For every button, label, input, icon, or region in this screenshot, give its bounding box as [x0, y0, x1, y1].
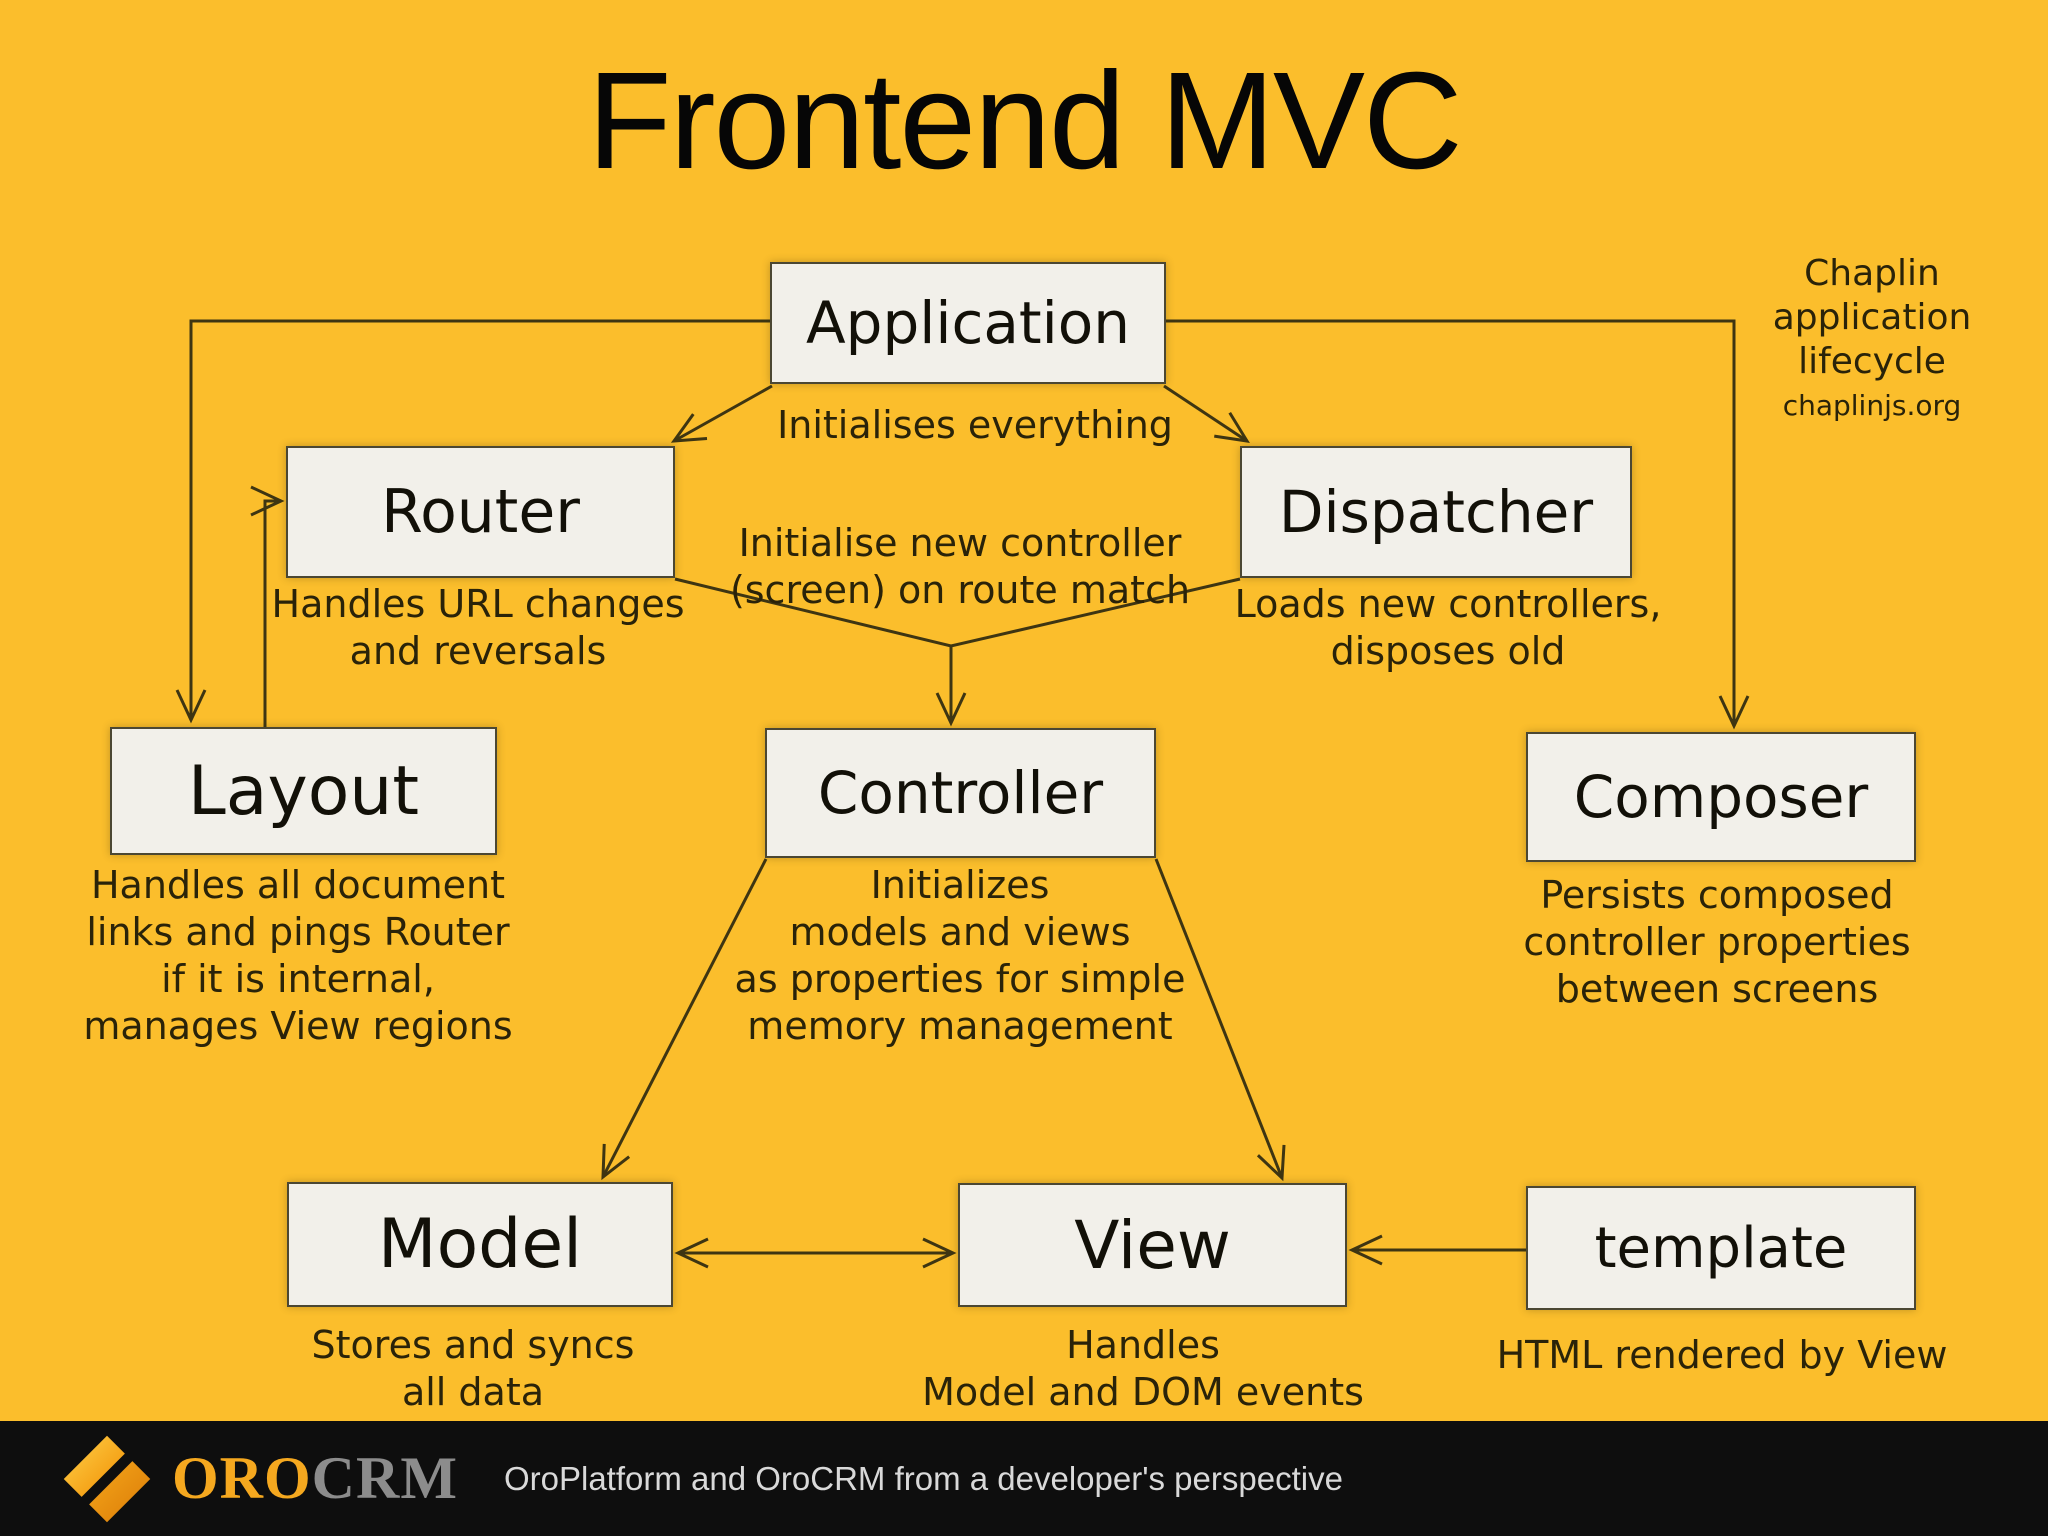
- node-view-label: View: [1074, 1206, 1231, 1284]
- wordmark-crm: CRM: [311, 1445, 458, 1511]
- node-controller: Controller: [765, 728, 1156, 858]
- orocrm-wordmark: OROCRM: [172, 1444, 458, 1513]
- node-dispatcher-label: Dispatcher: [1278, 478, 1594, 546]
- node-template-label: template: [1594, 1215, 1848, 1281]
- chaplin-note-line: application: [1772, 297, 1972, 338]
- caption-controller: Initializes models and views as properti…: [734, 863, 1186, 1048]
- node-application: Application: [770, 262, 1166, 384]
- node-view: View: [958, 1183, 1347, 1307]
- chaplin-note-line: Chaplin: [1804, 253, 1940, 294]
- chaplin-note: Chaplin application lifecycle chaplinjs.…: [1742, 252, 2002, 424]
- caption-application: Initialises everything: [777, 403, 1173, 447]
- caption-router: Handles URL changes and reversals: [271, 582, 685, 673]
- chaplin-note-url: chaplinjs.org: [1782, 389, 1962, 422]
- node-router: Router: [286, 446, 675, 578]
- footer-caption: OroPlatform and OroCRM from a developer'…: [503, 1459, 1343, 1497]
- node-layout: Layout: [110, 727, 497, 855]
- node-router-label: Router: [381, 477, 580, 547]
- caption-composer: Persists composed controller properties …: [1523, 873, 1911, 1011]
- caption-model: Stores and syncs all data: [311, 1323, 635, 1414]
- caption-dispatcher: Loads new controllers, disposes old: [1234, 582, 1662, 673]
- node-model-label: Model: [377, 1205, 583, 1284]
- caption-layout: Handles all document links and pings Rou…: [83, 863, 513, 1048]
- node-composer-label: Composer: [1573, 763, 1869, 831]
- chaplin-note-line: lifecycle: [1798, 341, 1946, 382]
- node-application-label: Application: [805, 289, 1131, 357]
- page-title: Frontend MVC: [587, 44, 1462, 198]
- caption-view: Handles Model and DOM events: [922, 1323, 1364, 1414]
- node-controller-label: Controller: [817, 759, 1104, 827]
- footer-bar: OROCRM OroPlatform and OroCRM from a dev…: [0, 1421, 2048, 1536]
- orocrm-logo-icon: [63, 1435, 151, 1522]
- caption-route-match: Initialise new controller (screen) on ro…: [729, 521, 1191, 612]
- node-model: Model: [287, 1182, 673, 1307]
- node-dispatcher: Dispatcher: [1240, 446, 1632, 578]
- node-template: template: [1526, 1186, 1916, 1310]
- node-layout-label: Layout: [187, 751, 420, 831]
- node-composer: Composer: [1526, 732, 1916, 862]
- wordmark-oro: ORO: [172, 1445, 312, 1511]
- caption-template: HTML rendered by View: [1496, 1333, 1948, 1377]
